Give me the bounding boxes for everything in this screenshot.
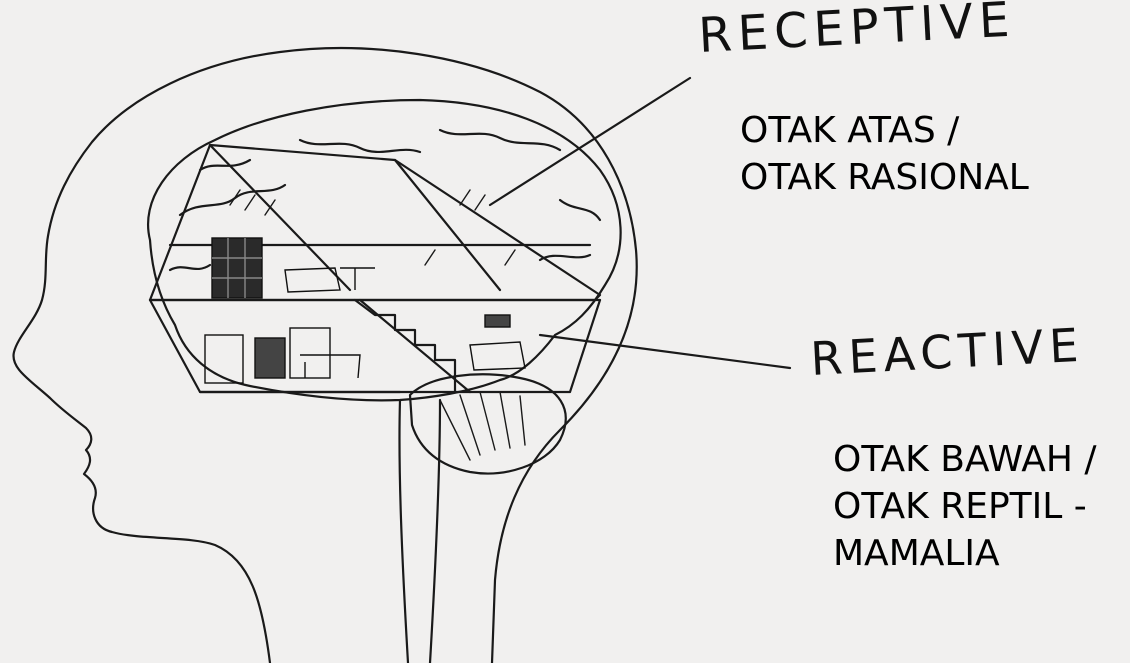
fridge [205, 335, 243, 383]
lower-caption-line: OTAK BAWAH / [833, 436, 1096, 483]
reactive-pointer [540, 335, 790, 368]
brain-stem [399, 400, 408, 663]
upper-brain-caption: OTAK ATAS / OTAK RASIONAL [740, 107, 1029, 201]
upper-caption-line: OTAK RASIONAL [740, 154, 1029, 201]
lower-caption-line: MAMALIA [833, 530, 1096, 577]
lower-caption-line: OTAK REPTIL - [833, 483, 1096, 530]
lower-brain-caption: OTAK BAWAH / OTAK REPTIL - MAMALIA [833, 436, 1096, 577]
television [485, 315, 510, 327]
bookshelf [212, 238, 262, 298]
staircase [355, 300, 455, 392]
upper-caption-line: OTAK ATAS / [740, 107, 1029, 154]
receptive-pointer [490, 78, 690, 205]
